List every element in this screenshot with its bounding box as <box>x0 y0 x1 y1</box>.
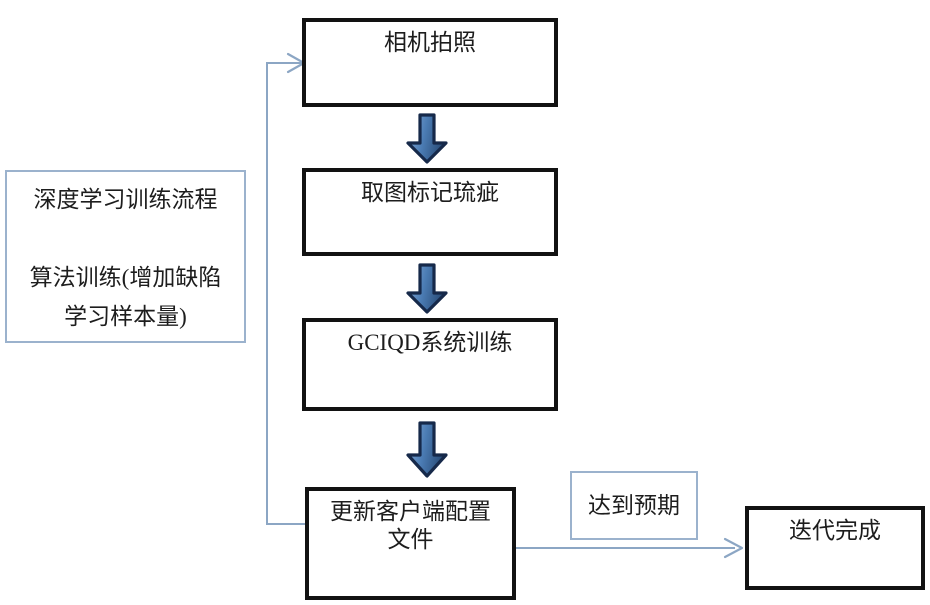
arrow-down-icon-3 <box>404 421 450 479</box>
node-step2-label: 取图标记琉疵 <box>361 180 499 205</box>
node-condition-label: 达到预期 <box>588 492 680 518</box>
node-step2[interactable]: 取图标记琉疵 <box>302 168 558 256</box>
node-step3-label: GCIQD系统训练 <box>347 330 513 355</box>
feedback-line-vertical <box>266 62 268 525</box>
edge-step4-to-end-arrowhead-icon <box>722 537 746 559</box>
arrow-down-icon-1 <box>404 113 450 165</box>
node-condition[interactable]: 达到预期 <box>570 471 698 540</box>
node-end-label: 迭代完成 <box>789 518 881 543</box>
feedback-line-bottom <box>266 523 308 525</box>
edge-step4-to-end-line <box>516 547 735 549</box>
node-step3[interactable]: GCIQD系统训练 <box>302 318 558 411</box>
node-legend-label: 深度学习训练流程 算法训练(增加缺陷 学习样本量) <box>29 187 222 330</box>
node-step1[interactable]: 相机拍照 <box>302 18 558 107</box>
node-step4-label: 更新客户端配置 文件 <box>330 499 491 553</box>
node-end[interactable]: 迭代完成 <box>745 506 925 590</box>
node-step1-label: 相机拍照 <box>384 30 476 55</box>
node-step4[interactable]: 更新客户端配置 文件 <box>305 487 516 600</box>
node-legend[interactable]: 深度学习训练流程 算法训练(增加缺陷 学习样本量) <box>5 170 246 343</box>
arrow-down-icon-2 <box>404 263 450 315</box>
feedback-line-top <box>266 62 302 64</box>
